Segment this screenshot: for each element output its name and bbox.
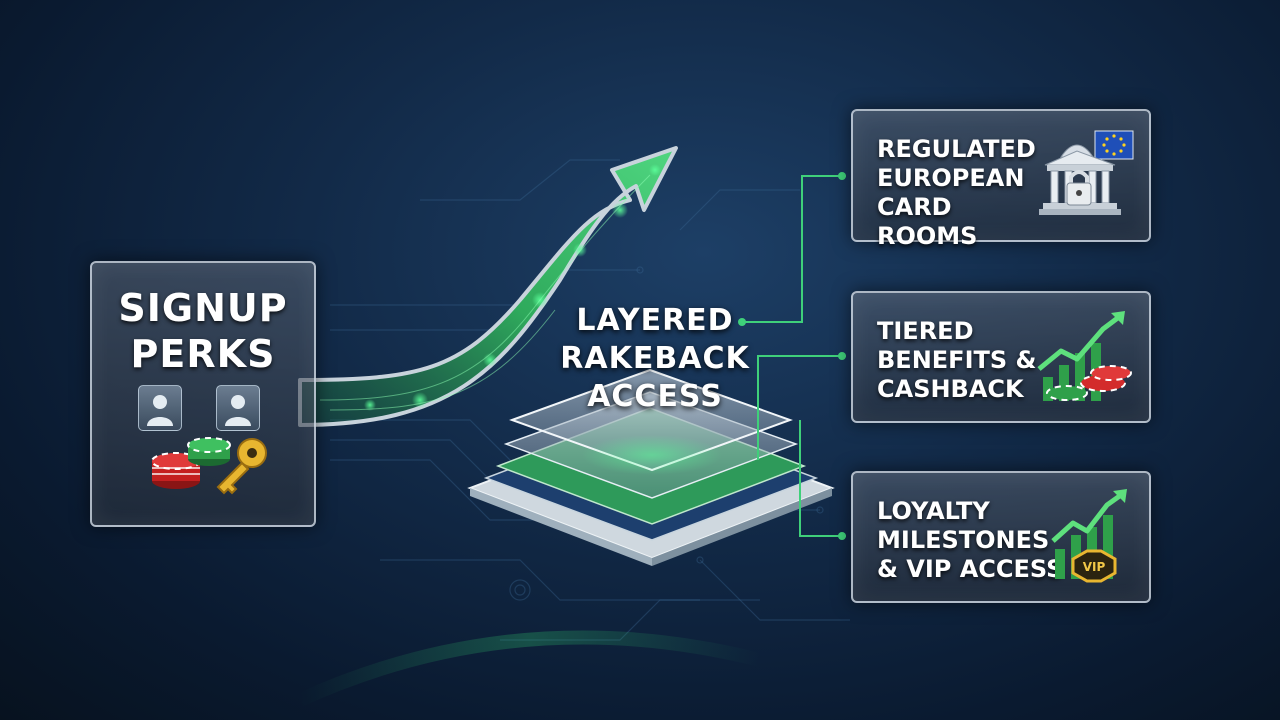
growth-arrow xyxy=(298,146,678,427)
signup-title-line2: PERKS xyxy=(130,332,276,376)
center-label-line3: ACCESS xyxy=(587,379,723,414)
bank-lock-eu-icon xyxy=(1039,130,1134,215)
user-avatar-icon xyxy=(216,385,260,431)
card-regulated-european: REGULATED EUROPEAN CARD ROOMS xyxy=(851,109,1151,250)
card-tiered-benefits: TIERED BENEFITS & CASHBACK xyxy=(851,291,1151,423)
card-line: BENEFITS & xyxy=(877,346,1037,374)
layered-platform xyxy=(467,368,835,566)
green-chip-icon xyxy=(187,437,231,466)
card-line: & VIP ACCESS xyxy=(877,555,1064,583)
card-line: TIERED xyxy=(877,317,974,345)
card-loyalty-vip: LOYALTY MILESTONES & VIP ACCESS VIP xyxy=(851,471,1151,603)
card-text: LOYALTY MILESTONES & VIP ACCESS xyxy=(877,497,1077,584)
card-text: TIERED BENEFITS & CASHBACK xyxy=(877,317,1047,404)
layered-rakeback-label: LAYERED RAKEBACK ACCESS xyxy=(545,302,765,416)
signup-perks-title: SIGNUP PERKS xyxy=(92,285,314,377)
key-icon xyxy=(216,438,267,495)
user-avatar-icon xyxy=(138,385,182,431)
card-line: LOYALTY xyxy=(877,497,990,525)
vip-badge-text: VIP xyxy=(1083,560,1106,574)
card-text: REGULATED EUROPEAN CARD ROOMS xyxy=(877,135,1052,251)
center-label-line2: RAKEBACK xyxy=(560,341,750,376)
center-label-line1: LAYERED xyxy=(576,303,734,338)
signup-perks-panel: SIGNUP PERKS xyxy=(90,261,316,527)
card-line: MILESTONES xyxy=(877,526,1050,554)
connector-lines xyxy=(742,175,846,537)
card-line: CASHBACK xyxy=(877,375,1024,403)
card-line: CARD ROOMS xyxy=(877,193,978,250)
card-line: REGULATED xyxy=(877,135,1036,163)
vip-badge-chart-icon: VIP xyxy=(1051,489,1127,583)
card-line: EUROPEAN xyxy=(877,164,1025,192)
poker-chips-icon xyxy=(151,452,201,489)
signup-title-line1: SIGNUP xyxy=(118,286,288,330)
growth-chart-chips-icon xyxy=(1037,311,1132,401)
